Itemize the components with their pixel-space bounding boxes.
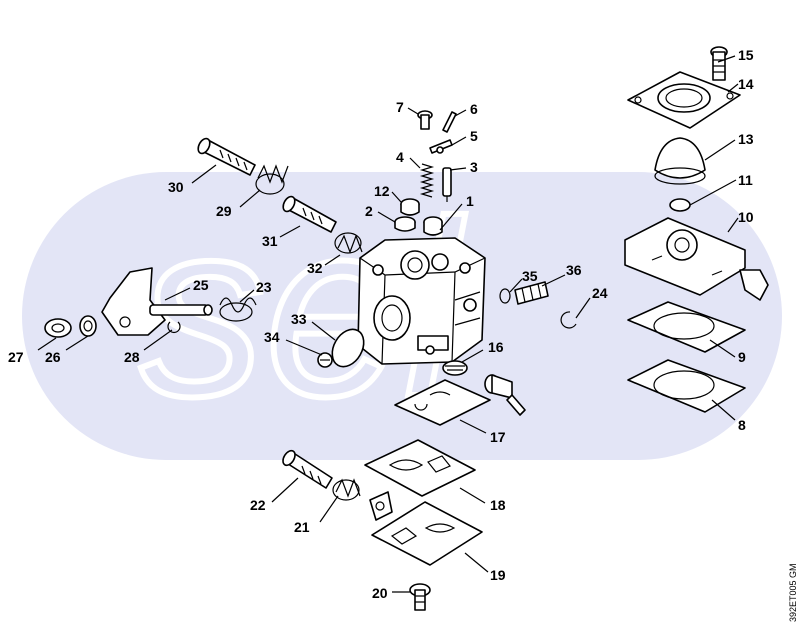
- screw-7: [417, 110, 433, 130]
- callout-18: 18: [490, 497, 506, 513]
- throttle-valve-33: [331, 328, 365, 368]
- callout-1: 1: [466, 193, 474, 209]
- spring-32: [334, 232, 363, 254]
- diaphragm-8: [627, 359, 746, 413]
- pump-body-10: [624, 217, 769, 301]
- callout-15: 15: [738, 47, 754, 63]
- callout-3: 3: [470, 159, 478, 175]
- spring-21: [332, 478, 361, 501]
- screen-16: [442, 360, 468, 376]
- adjust-screw-30: [197, 137, 256, 176]
- callout-14: 14: [738, 76, 754, 92]
- callout-34: 34: [264, 329, 280, 345]
- screw-20: [409, 583, 431, 611]
- fitting-16b: [484, 374, 526, 416]
- callout-17: 17: [490, 429, 506, 445]
- callout-2: 2: [365, 203, 373, 219]
- needle-3: [442, 167, 452, 202]
- plug-12: [400, 198, 420, 216]
- callout-11: 11: [738, 172, 753, 188]
- callout-32: 32: [307, 260, 323, 276]
- gasket-17: [394, 379, 491, 426]
- callout-23: 23: [256, 279, 272, 295]
- lever-5: [429, 139, 453, 154]
- clip-28-small: [167, 321, 181, 333]
- gasket-9: [627, 301, 746, 353]
- screw-36: [514, 281, 549, 305]
- callout-4: 4: [396, 149, 404, 165]
- plug-2: [394, 216, 416, 232]
- callout-24: 24: [592, 285, 608, 301]
- washer-35: [499, 288, 511, 304]
- callout-12: 12: [374, 183, 390, 199]
- nut-27: [44, 318, 72, 338]
- callout-21: 21: [294, 519, 310, 535]
- callout-22: 22: [250, 497, 266, 513]
- adjust-screw-22: [282, 449, 333, 489]
- callout-36: 36: [566, 262, 582, 278]
- washer-26: [79, 315, 97, 337]
- leader-lines: [37, 55, 739, 593]
- screw-34: [317, 352, 333, 368]
- clip-24: [560, 311, 577, 329]
- pin-6: [442, 111, 457, 133]
- callout-10: 10: [738, 209, 754, 225]
- drawing-code: 392ET005 GM: [788, 563, 798, 622]
- spring-23: [219, 297, 257, 322]
- callout-31: 31: [262, 233, 278, 249]
- callout-9: 9: [738, 349, 746, 365]
- callout-25: 25: [193, 277, 209, 293]
- valve-11: [669, 198, 691, 212]
- cover-19: [369, 491, 483, 566]
- callout-16: 16: [488, 339, 504, 355]
- throttle-shaft-25: [149, 304, 213, 316]
- primer-bulb-13: [654, 137, 706, 185]
- callout-28: 28: [124, 349, 140, 365]
- screw-15: [710, 46, 728, 81]
- callout-27: 27: [8, 349, 24, 365]
- callout-8: 8: [738, 417, 746, 433]
- gasket-18: [364, 439, 476, 497]
- cover-14: [627, 71, 741, 129]
- spring-4: [419, 163, 435, 198]
- callout-labels: 15 14 13 11 10 9 8 1 2 12 3 4 5 6 7 30 2…: [8, 47, 754, 601]
- callout-19: 19: [490, 567, 506, 583]
- callout-35: 35: [522, 268, 538, 284]
- carburetor-body: [357, 237, 486, 365]
- callout-6: 6: [470, 101, 478, 117]
- callout-26: 26: [45, 349, 61, 365]
- throttle-lever-28: [101, 267, 166, 336]
- callout-30: 30: [168, 179, 184, 195]
- spring-29: [255, 164, 289, 195]
- callout-5: 5: [470, 128, 478, 144]
- adjust-screw-31: [282, 195, 337, 233]
- callout-13: 13: [738, 131, 754, 147]
- callout-7: 7: [396, 99, 404, 115]
- callout-20: 20: [372, 585, 388, 601]
- callout-29: 29: [216, 203, 232, 219]
- plug-1: [423, 216, 443, 236]
- callout-33: 33: [291, 311, 307, 327]
